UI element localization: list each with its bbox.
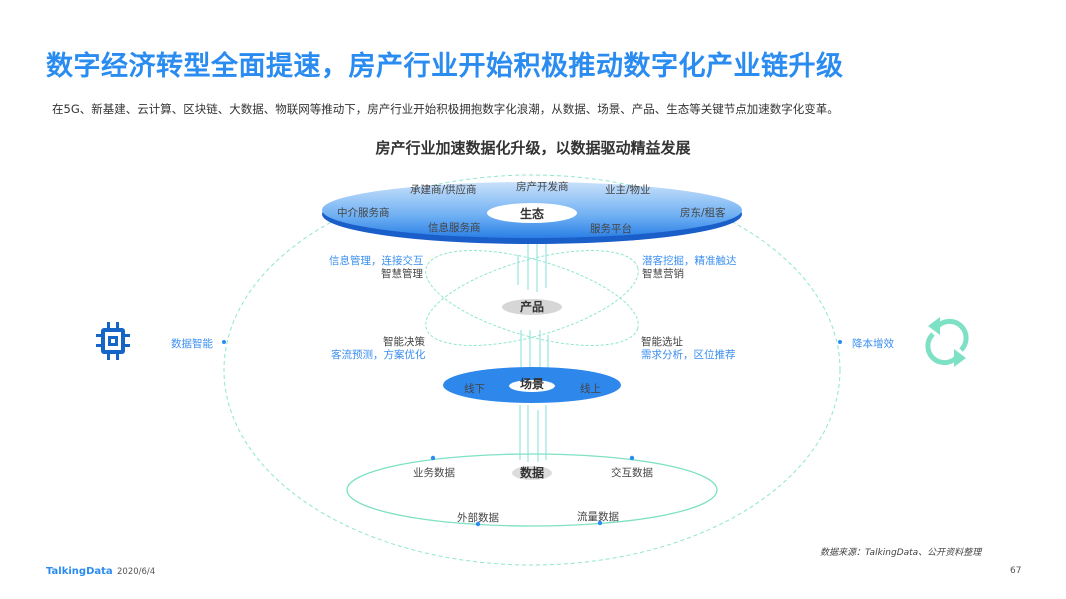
eco-item-platform: 服务平台: [590, 223, 632, 235]
product-tr-title: 智慧营销: [642, 268, 684, 280]
product-tl-title: 智慧管理: [381, 268, 423, 280]
product-br-desc: 需求分析，区位推荐: [641, 349, 736, 361]
ecosystem-label: 生态: [520, 207, 545, 221]
data-item-business: 业务数据: [413, 467, 455, 479]
page-title: 数字经济转型全面提速，房产行业开始积极推动数字化产业链升级: [46, 51, 844, 82]
eco-item-landlord: 房东/租客: [680, 207, 726, 219]
product-br-title: 智能选址: [641, 336, 683, 348]
footer-date: 2020/6/4: [117, 567, 156, 577]
scene-online: 线上: [580, 383, 601, 395]
scene-label: 场景: [520, 377, 545, 391]
cost-reduction-label: 降本增效: [852, 338, 894, 350]
data-ring: [346, 453, 718, 527]
refresh-cycle-icon: [925, 317, 969, 367]
product-label: 产品: [520, 300, 545, 314]
data-item-traffic: 流量数据: [577, 511, 619, 523]
data-intelligence-label: 数据智能: [171, 338, 213, 350]
page-number: 67: [1010, 566, 1022, 576]
diagram-title: 房产行业加速数据化升级，以数据驱动精益发展: [375, 139, 691, 157]
product-tr-desc: 潜客挖掘，精准触达: [642, 255, 737, 267]
product-pill: [502, 299, 562, 315]
brand-logo: TalkingData: [46, 566, 113, 577]
eco-item-developer: 房产开发商: [516, 181, 569, 193]
chip-icon: [96, 322, 130, 360]
product-bl-title: 智能决策: [383, 336, 425, 348]
data-source-note: 数据来源：TalkingData、公开资料整理: [820, 548, 982, 558]
product-bl-desc: 客流预测，方案优化: [331, 349, 426, 361]
data-label: 数据: [520, 466, 545, 480]
data-item-interaction: 交互数据: [611, 467, 653, 479]
page-subtitle: 在5G、新基建、云计算、区块链、大数据、物联网等推动下，房产行业开始积极拥抱数字…: [52, 102, 839, 116]
product-tl-desc: 信息管理，连接交互: [329, 255, 424, 267]
eco-item-contractor: 承建商/供应商: [410, 184, 477, 196]
outer-ring: [223, 174, 841, 566]
data-item-external: 外部数据: [457, 512, 499, 524]
eco-item-agency: 中介服务商: [337, 207, 390, 219]
scene-offline: 线下: [464, 383, 485, 395]
eco-item-owner: 业主/物业: [605, 184, 651, 196]
eco-item-info-service: 信息服务商: [428, 222, 481, 234]
